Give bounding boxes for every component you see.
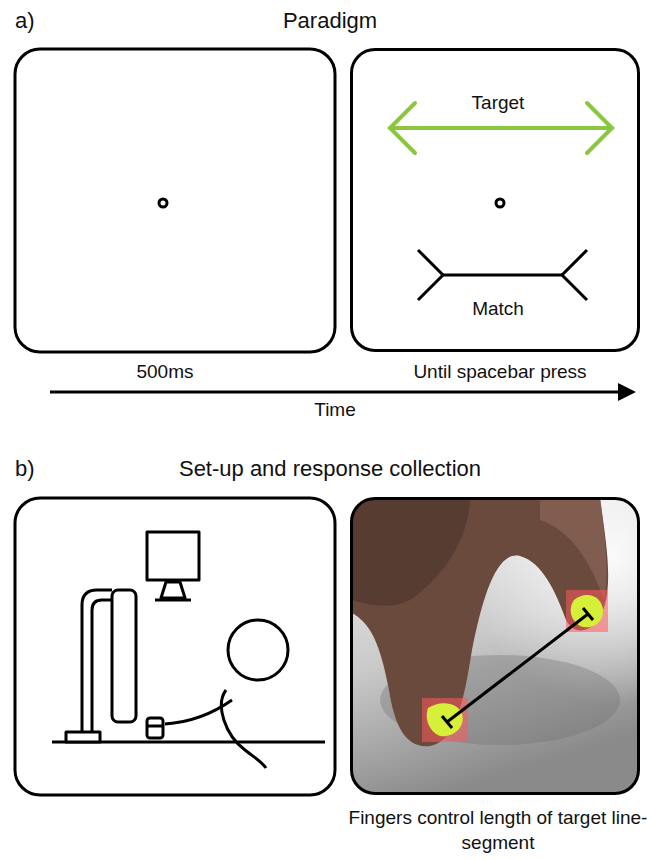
axis-label: Time xyxy=(314,399,356,421)
time-label: Until spacebar press xyxy=(413,361,586,383)
hand-photo xyxy=(352,499,639,794)
setup-illustration xyxy=(52,532,325,768)
setup-panel xyxy=(15,498,335,795)
photo-panel: Fingers control length of target line-se… xyxy=(350,497,640,795)
stimulus-label: Match xyxy=(353,297,643,322)
fixation-dot xyxy=(159,199,167,207)
time-arrow xyxy=(50,383,636,401)
panel-letter: a) xyxy=(15,8,35,33)
fixation-dot xyxy=(496,199,504,207)
panel-letter: b) xyxy=(15,456,35,481)
time-label: 500ms xyxy=(136,361,193,383)
length-segment xyxy=(442,608,593,728)
section-heading: Set-up and response collection xyxy=(179,456,481,481)
match-figure xyxy=(418,250,587,300)
figure-caption: Fingers control length of target line-se… xyxy=(343,806,652,855)
stimulus-label: Target xyxy=(353,91,643,116)
screen-panel xyxy=(15,49,335,352)
section-heading: Paradigm xyxy=(283,8,377,33)
screen-panel: TargetMatch xyxy=(350,48,640,352)
